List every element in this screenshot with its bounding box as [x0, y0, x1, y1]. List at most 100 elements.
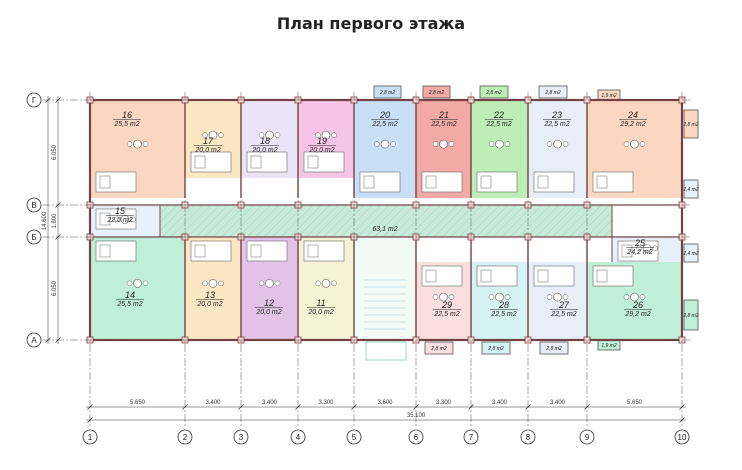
- room-number-18: 18: [260, 136, 270, 146]
- table-24: [630, 139, 639, 149]
- room-area-20: 22,5 m2: [371, 121, 397, 128]
- dim-span-6: 3.400: [492, 400, 508, 406]
- balcony-area-b-26-bottom: 1,9 m2: [601, 343, 617, 349]
- bath-fixture-17: [194, 155, 206, 169]
- table-23: [553, 139, 562, 149]
- axis-bubble-h-3: [26, 332, 42, 348]
- room-area-14: 25,5 m2: [116, 301, 142, 308]
- table-13: [208, 279, 218, 288]
- room-number-16: 16: [122, 110, 132, 120]
- room-number-14: 14: [125, 290, 135, 300]
- chair-16-b: [142, 141, 149, 147]
- chair-26-b: [639, 294, 646, 300]
- dim-tick-4: [351, 404, 357, 410]
- dim-tick-left-1: [55, 202, 61, 208]
- chair-11-b: [331, 280, 337, 287]
- table-16: [133, 139, 142, 149]
- table-19: [321, 130, 331, 140]
- table-20: [380, 139, 390, 149]
- dim-left-part-2: 6.050: [52, 280, 58, 296]
- chair-28-b: [504, 294, 511, 300]
- axis-bubble-v-1: [177, 429, 193, 445]
- bath-fixture-13: [194, 244, 206, 258]
- entrance-porch: [365, 341, 407, 361]
- chair-11: [315, 280, 321, 287]
- table-14: [133, 279, 142, 288]
- axis-bubble-h-0: [26, 92, 42, 108]
- balcony-area-b-24-top: 1,9 m2: [601, 93, 617, 99]
- bath-fixture-20: [363, 175, 375, 189]
- chair-25-b: [652, 245, 658, 251]
- balcony-b-24-side: [683, 109, 699, 139]
- axis-bubble-v-7: [520, 429, 536, 445]
- table-17: [208, 130, 218, 140]
- room-area-24: 29,2 m2: [619, 121, 645, 128]
- table-28: [495, 292, 504, 302]
- axis-bubble-v-3: [290, 429, 306, 445]
- dim-span-4: 3.600: [377, 400, 393, 406]
- corridor: [160, 205, 612, 361]
- axis-label-h-3: А: [31, 336, 37, 345]
- corridor-area: 63,1 m2: [372, 226, 397, 233]
- stair-hall: [354, 237, 416, 340]
- chair-27-b: [562, 294, 569, 300]
- room-number-27: 27: [558, 300, 570, 310]
- room-number-13: 13: [205, 290, 215, 300]
- axis-label-h-2: Б: [31, 233, 36, 242]
- axis-bubble-v-6: [463, 429, 479, 445]
- room-number-19: 19: [317, 136, 327, 146]
- table-27: [553, 292, 562, 302]
- chair-22-b: [504, 141, 511, 147]
- room-number-26: 26: [632, 300, 643, 310]
- axis-label-v-9: 10: [678, 433, 687, 442]
- chair-19: [315, 132, 321, 138]
- bath-fixture-16: [99, 175, 111, 189]
- bath-fixture-12: [250, 244, 262, 258]
- chair-15: [114, 216, 120, 223]
- axis-bubble-h-2: [26, 229, 42, 245]
- room-number-23: 23: [551, 110, 562, 120]
- chair-15-b: [130, 216, 136, 223]
- balcony-area-b-23: 2,8 m2: [544, 90, 561, 96]
- room-number-12: 12: [264, 298, 274, 308]
- dim-tick-left-total-b: [45, 337, 51, 343]
- axis-bubble-v-2: [233, 429, 249, 445]
- table-12: [265, 279, 274, 288]
- room-area-28: 22,5 m2: [490, 311, 516, 318]
- axis-label-v-6: 7: [469, 433, 474, 442]
- dim-span-8: 5.650: [627, 400, 643, 406]
- room-number-20: 20: [379, 110, 390, 120]
- axis-label-v-0: 1: [88, 433, 93, 442]
- room-area-12: 20,0 m2: [255, 309, 281, 316]
- dim-span-2: 3.400: [262, 400, 278, 406]
- page-title: План первого этажа: [276, 14, 466, 33]
- room-area-18: 20,0 m2: [251, 147, 277, 154]
- balcony-b-r2: [683, 243, 699, 263]
- dim-span-1: 3.400: [205, 400, 221, 406]
- balcony-b-21: [422, 85, 451, 99]
- chair-17: [202, 132, 208, 138]
- room-area-22: 22,5 m2: [485, 121, 511, 128]
- chair-23-b: [562, 141, 569, 147]
- room-area-13: 20,0 m2: [196, 301, 222, 308]
- dim-tick-left-0: [55, 97, 61, 103]
- chair-25: [636, 245, 642, 251]
- table-26: [630, 292, 639, 302]
- chair-13: [202, 280, 208, 287]
- balcony-b-23: [538, 85, 568, 99]
- dim-total: 35.100: [407, 413, 426, 419]
- bath-fixture-22: [480, 175, 492, 189]
- chair-22: [488, 141, 495, 147]
- room-area-21: 22,5 m2: [430, 121, 456, 128]
- room-area-25: 24,2 m2: [626, 249, 652, 256]
- balcony-b-28: [481, 341, 511, 355]
- bath-fixture-26: [596, 269, 608, 283]
- axis-bubble-h-1: [26, 197, 42, 213]
- axis-bubble-v-5: [408, 429, 424, 445]
- chair-28: [488, 294, 495, 300]
- axis-label-v-4: 5: [352, 433, 357, 442]
- room-number-24: 24: [627, 110, 638, 120]
- room-area-11: 20,0 m2: [307, 309, 333, 316]
